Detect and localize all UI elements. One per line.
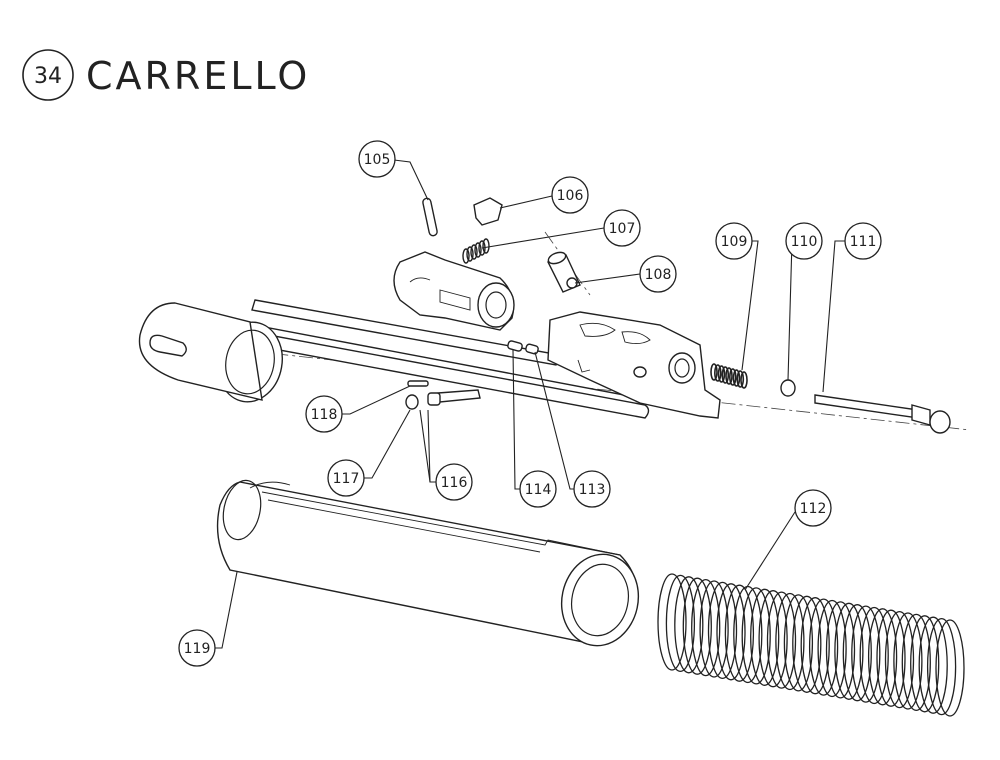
spring-coil	[825, 601, 856, 699]
spring-coil	[783, 594, 814, 692]
part-112-spring	[657, 573, 965, 717]
spring-coil	[859, 606, 889, 705]
spring-coil	[926, 617, 957, 716]
title-text: CARRELLO	[86, 54, 310, 98]
part-111-firing-pin	[814, 394, 951, 434]
spring-coil	[736, 370, 745, 388]
spring-coil	[842, 604, 872, 702]
svg-text:112: 112	[800, 501, 827, 517]
spring-coil	[665, 574, 696, 673]
svg-text:116: 116	[441, 475, 468, 491]
part-107-bolt-head	[393, 251, 515, 331]
spring-coil	[699, 580, 729, 678]
svg-text:105: 105	[364, 152, 391, 168]
spring-coil	[710, 363, 718, 381]
callout-108: 108	[639, 255, 677, 293]
spring-coil	[935, 619, 965, 717]
callout-107: 107	[603, 209, 641, 247]
spring-coil	[474, 242, 482, 258]
svg-text:106: 106	[557, 188, 584, 204]
title-number-circle	[22, 49, 74, 101]
spring-coil	[466, 246, 474, 262]
spring-coil	[910, 615, 940, 713]
spring-coil	[716, 583, 746, 681]
spring-coil	[682, 577, 712, 675]
spring-coil	[733, 585, 763, 684]
spring-coil	[724, 584, 755, 682]
spring-coil	[918, 616, 948, 714]
spring-coil	[792, 595, 822, 693]
part-110-washer	[780, 379, 796, 397]
spring-coil	[707, 581, 738, 680]
svg-text:108: 108	[645, 267, 672, 283]
spring-coil	[728, 368, 737, 386]
spring-coil	[750, 588, 780, 686]
callout-114: 114	[519, 470, 557, 508]
svg-text:110: 110	[791, 234, 818, 250]
svg-text:113: 113	[579, 482, 606, 498]
spring-coil	[470, 244, 478, 260]
callout-105: 105	[358, 140, 396, 178]
spring-coil	[800, 597, 830, 695]
spring-coil	[725, 367, 733, 385]
svg-text:114: 114	[525, 482, 552, 498]
spring-coil	[893, 612, 923, 710]
callout-119: 119	[178, 629, 216, 667]
callout-106: 106	[551, 176, 589, 214]
part-119-sleeve	[216, 479, 640, 647]
svg-text:107: 107	[609, 221, 636, 237]
spring-coil	[851, 605, 881, 703]
svg-text:118: 118	[311, 407, 338, 423]
callout-116: 116	[435, 463, 473, 501]
spring-coil	[674, 576, 704, 674]
callout-118: 118	[305, 395, 343, 433]
part-113-pin	[525, 343, 539, 355]
spring-coil	[766, 591, 797, 689]
spring-coil	[741, 587, 771, 685]
spring-coil	[721, 366, 730, 384]
part-114-pin	[507, 340, 523, 352]
spring-coil	[657, 573, 687, 671]
spring-coil	[713, 364, 722, 382]
spring-coil	[834, 602, 864, 700]
spring-coil	[758, 590, 788, 688]
callout-117: 117	[327, 459, 365, 497]
spring-coil	[482, 238, 490, 254]
leader-lines	[214, 159, 845, 649]
spring-coil	[817, 599, 847, 698]
spring-coil	[732, 369, 741, 387]
svg-text:109: 109	[721, 234, 748, 250]
spring-coil	[740, 371, 748, 389]
part-118-pin	[407, 380, 429, 387]
svg-text:119: 119	[184, 641, 211, 657]
part-106-extractor	[473, 197, 503, 226]
svg-text:111: 111	[850, 234, 877, 250]
callout-113: 113	[573, 470, 611, 508]
part-116-screw	[427, 389, 481, 406]
spring-coil	[884, 610, 915, 709]
callout-111: 111	[844, 222, 882, 260]
spring-coil	[775, 592, 805, 691]
callout-109: 109	[715, 222, 753, 260]
part-117-washer	[405, 394, 419, 410]
part-carrier-assembly	[138, 299, 721, 419]
spring-coil	[867, 608, 898, 706]
spring-coil	[462, 248, 470, 264]
spring-coil	[901, 613, 931, 712]
callout-110: 110	[785, 222, 823, 260]
part-105-pin	[422, 197, 438, 237]
spring-coil	[717, 365, 726, 383]
part-107-small-spring	[462, 238, 490, 264]
part-109-spring	[710, 363, 748, 389]
diagram-title: 34 CARRELLO	[22, 49, 310, 101]
part-108-cam	[547, 251, 581, 293]
spring-coil	[808, 598, 839, 696]
svg-text:117: 117	[333, 471, 360, 487]
spring-coil	[691, 578, 721, 677]
title-number: 34	[34, 64, 62, 89]
spring-coil	[876, 609, 906, 707]
callout-112: 112	[794, 489, 832, 527]
